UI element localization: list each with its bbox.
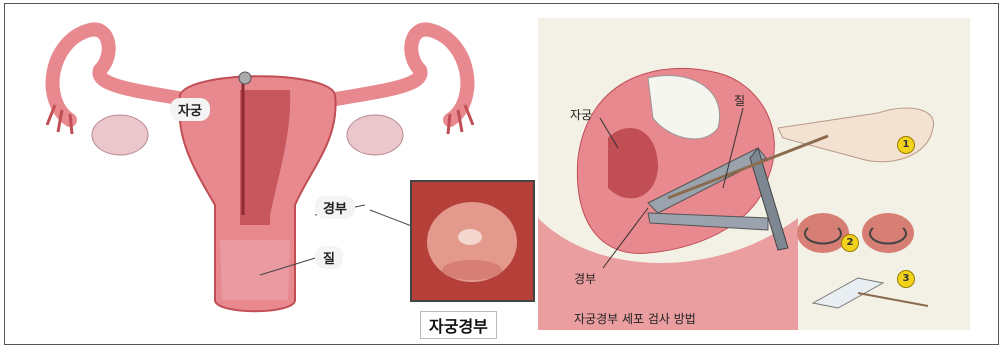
step-2-badge: 2 xyxy=(841,234,859,252)
vagina-region xyxy=(220,240,290,300)
left-ovary xyxy=(92,115,148,155)
inset-caption: 자궁경부 xyxy=(420,311,497,339)
cervix-photo xyxy=(412,182,533,300)
step-3-badge: 3 xyxy=(897,270,915,288)
glass-slide xyxy=(813,278,883,308)
right-fallopian-tube xyxy=(330,29,467,120)
hand xyxy=(778,108,934,162)
cervix-photo-inset xyxy=(410,180,535,302)
probe-marker xyxy=(239,72,251,84)
pap-smear-illustration: 자궁 질 경부 1 2 3 자궁경부 세포 검사 방법 xyxy=(538,18,970,330)
slide-spatula xyxy=(858,293,928,306)
right-label-vagina: 질 xyxy=(734,92,745,109)
label-uterus: 자궁 xyxy=(170,98,210,121)
right-label-uterus: 자궁 xyxy=(570,106,592,123)
step-1-badge: 1 xyxy=(897,136,915,154)
label-vagina: 질 xyxy=(315,246,343,269)
right-ovary xyxy=(347,115,403,155)
right-label-cervix: 경부 xyxy=(574,270,596,287)
label-cervix: 경부 xyxy=(315,196,355,219)
procedure-caption: 자궁경부 세포 검사 방법 xyxy=(574,310,696,327)
